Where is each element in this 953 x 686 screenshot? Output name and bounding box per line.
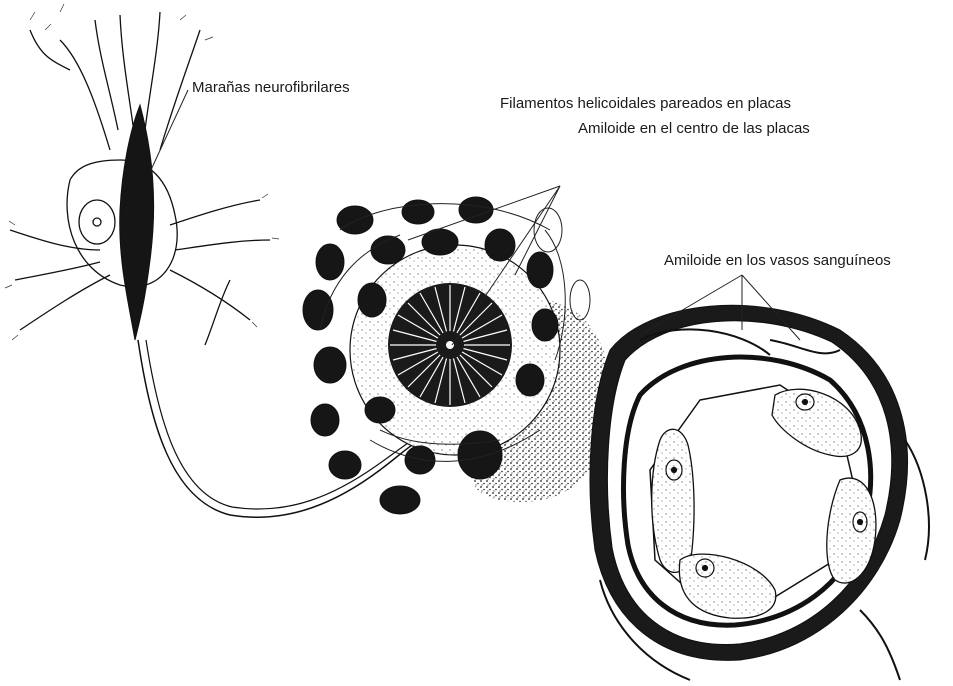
label-paired-helical-filaments: Filamentos helicoidales pareados en plac… [500,96,791,111]
label-neurofibrillary-tangles: Marañas neurofibrilares [192,80,350,95]
blood-vessel [590,305,929,680]
amyloid-core [388,283,512,407]
label-amyloid-plaque-center: Amiloide en el centro de las placas [578,121,810,136]
neurofibrillary-tangle [120,105,154,340]
label-amyloid-blood-vessels: Amiloide en los vasos sanguíneos [664,253,891,268]
